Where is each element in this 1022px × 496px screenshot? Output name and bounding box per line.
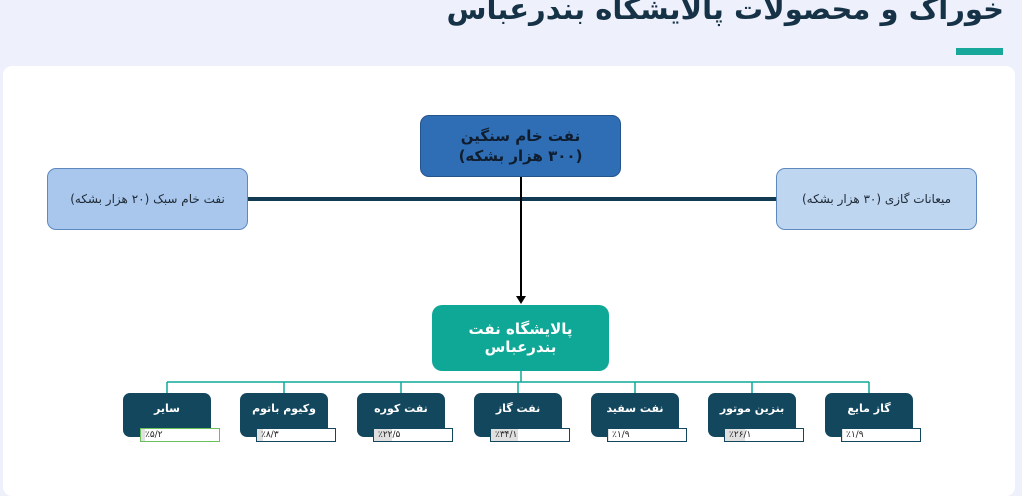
product-name: بنزین موتور [719, 402, 785, 415]
share-fill [491, 429, 518, 441]
condensate-label: میعانات گازی (۳۰ هزار بشکه) [801, 192, 952, 206]
product-share-lpg: ٪۱/۹ [841, 428, 921, 442]
title-underline [956, 48, 1003, 55]
arrowhead-icon [516, 296, 526, 304]
share-text: ٪۲۲/۵ [378, 430, 401, 440]
light-crude-box: نفت خام سبک (۲۰ هزار بشکه) [47, 168, 248, 230]
share-text: ٪۵/۲ [145, 430, 163, 440]
product-name: گاز مایع [847, 402, 891, 415]
refinery-label: پالایشگاه نفت بندرعباس [468, 320, 573, 356]
product-name: نفت کوره [374, 402, 428, 415]
product-share-other: ٪۵/۲ [140, 428, 220, 442]
product-name: وکیوم باتوم [252, 402, 316, 415]
product-share-gasoil: ٪۳۴/۱ [490, 428, 570, 442]
page-title: خوراک و محصولات پالایشگاه بندرعباس [446, 0, 1004, 26]
product-drop-lines [166, 382, 870, 393]
share-fill [374, 429, 392, 441]
product-name: نفت سفید [606, 402, 664, 415]
product-share-fuel-oil: ٪۲۲/۵ [373, 428, 453, 442]
share-text: ٪۲۶/۱ [729, 430, 752, 440]
product-name: نفت گاز [495, 402, 541, 415]
light-crude-label: نفت خام سبک (۲۰ هزار بشکه) [70, 192, 225, 206]
share-fill [608, 429, 610, 441]
product-share-vacuum-bottom: ٪۸/۳ [256, 428, 336, 442]
heavy-crude-label: نفت خام سنگین [460, 127, 581, 145]
heavy-crude-volume: (۳۰۰ هزار بشکه) [458, 147, 583, 165]
product-name: سایر [154, 402, 180, 415]
share-fill [257, 429, 264, 441]
share-fill [725, 429, 746, 441]
product-share-kerosene: ٪۱/۹ [607, 428, 687, 442]
share-fill [842, 429, 844, 441]
share-text: ٪۱/۹ [846, 430, 864, 440]
share-text: ٪۳۴/۱ [495, 430, 518, 440]
product-share-gasoline: ٪۲۶/۱ [724, 428, 804, 442]
refinery-box: پالایشگاه نفت بندرعباس [432, 305, 609, 371]
condensate-box: میعانات گازی (۳۰ هزار بشکه) [776, 168, 977, 230]
heavy-crude-box: نفت خام سنگین (۳۰۰ هزار بشکه) [420, 115, 621, 177]
share-fill [141, 429, 146, 441]
share-text: ٪۸/۳ [261, 430, 279, 440]
share-text: ٪۱/۹ [612, 430, 630, 440]
